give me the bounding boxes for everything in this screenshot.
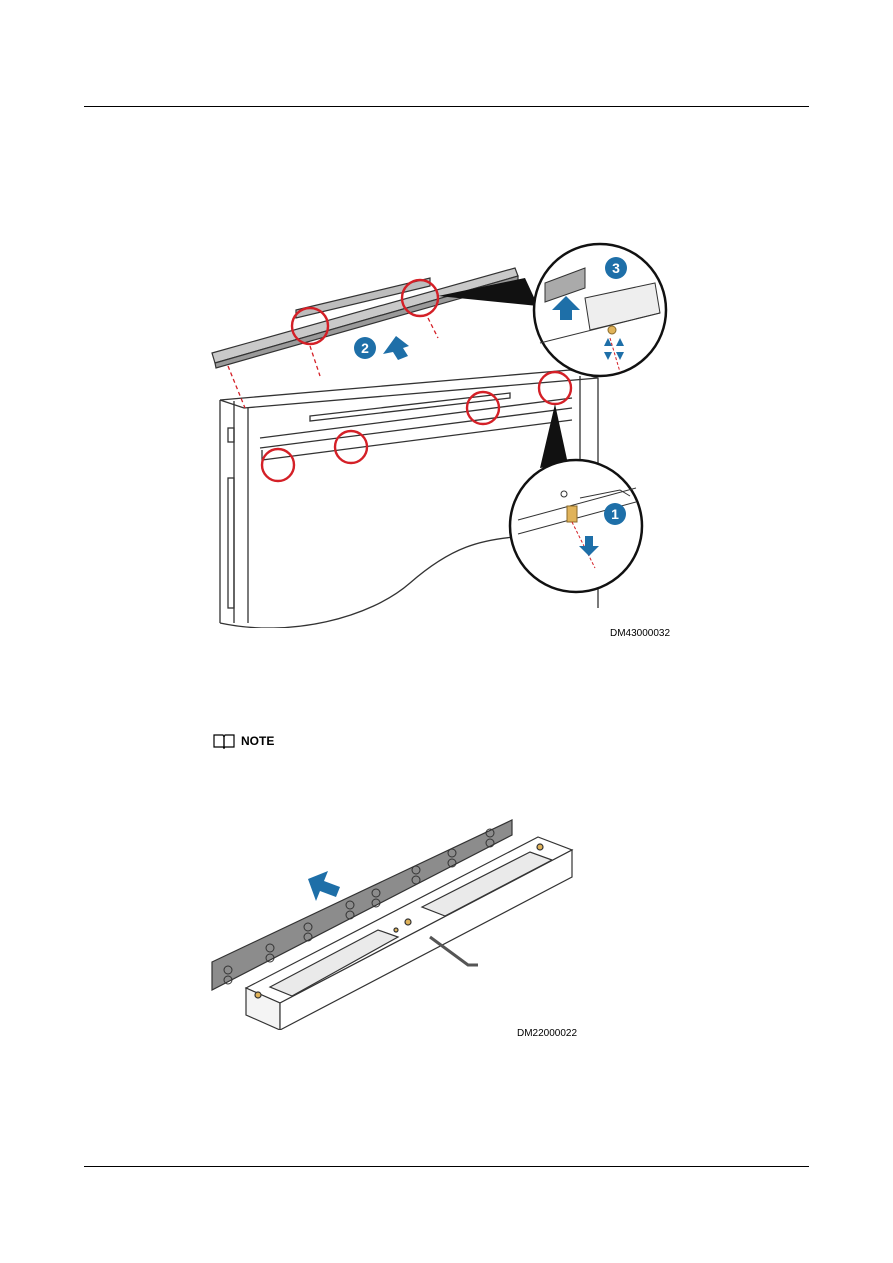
push-arrow — [308, 871, 340, 901]
figure2-id: DM22000022 — [517, 1028, 577, 1039]
figure1-id: DM43000032 — [610, 628, 670, 639]
step-3-label: 3 — [612, 260, 620, 276]
hex-key — [430, 937, 478, 965]
detail-callout-step-1 — [510, 460, 642, 592]
header-rule — [84, 106, 809, 107]
step-1-label: 1 — [611, 506, 619, 522]
figure-cabinet-rail-installation: 2 3 1 — [200, 238, 680, 628]
book-icon — [213, 733, 235, 749]
step-badge-1: 1 — [604, 503, 626, 525]
note-label: NOTE — [241, 734, 274, 748]
figure-magnetic-lock — [200, 815, 600, 1030]
note-block: NOTE — [213, 733, 274, 749]
step-badge-3: 3 — [605, 257, 627, 279]
detail-callout-step-3 — [534, 244, 666, 376]
step-badge-2: 2 — [354, 336, 409, 360]
step-2-label: 2 — [361, 340, 369, 356]
footer-rule — [84, 1166, 809, 1167]
